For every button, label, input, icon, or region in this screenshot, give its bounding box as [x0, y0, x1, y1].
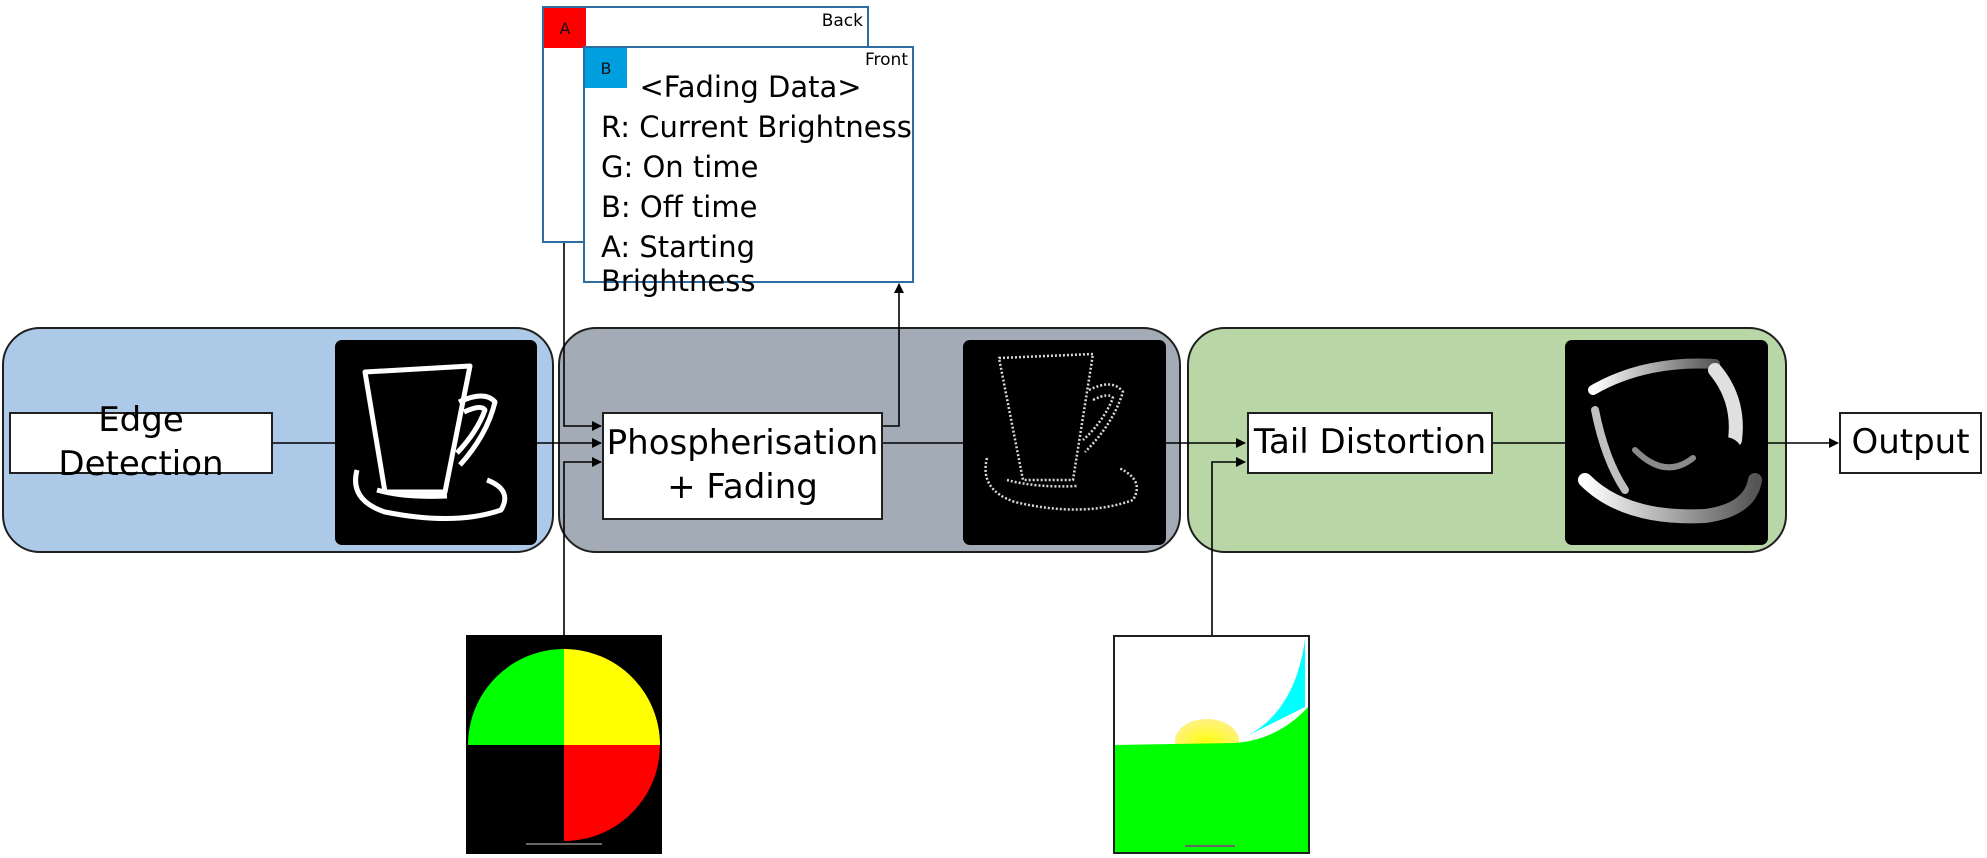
fading-data-line-g: G: On time — [601, 150, 759, 184]
edge-detection-cup-image — [335, 340, 537, 545]
tail-distortion-cup-image — [1565, 340, 1768, 545]
output-label: Output — [1851, 422, 1970, 463]
front-buffer-card: B Front <Fading Data> R: Current Brightn… — [583, 46, 914, 298]
back-buffer-tag: A — [544, 8, 586, 48]
tail-distortion-label: Tail Distortion — [1253, 422, 1487, 463]
output-box: Output — [1839, 412, 1982, 474]
quadrant-lookup-texture — [466, 635, 662, 854]
front-buffer-corner-label: Front — [865, 50, 908, 70]
curve-lookup-texture — [1113, 635, 1310, 854]
arrow-to-front-buffer — [881, 283, 904, 427]
fading-data-line-a: A: Starting Brightness — [601, 230, 756, 298]
arrow-quadrant-in — [563, 457, 602, 635]
phosphor-cup-image — [963, 340, 1166, 545]
fading-data-line-r: R: Current Brightness — [601, 110, 912, 144]
fading-data-line-b: B: Off time — [601, 190, 758, 224]
back-buffer-corner-label: Back — [821, 11, 863, 31]
edge-detection-label: Edge Detection — [58, 400, 224, 484]
front-buffer-tag: B — [585, 48, 627, 88]
arrow-back-buffer-in — [563, 237, 602, 431]
arrow-curve-in — [1211, 457, 1246, 635]
fading-data-title: <Fading Data> — [639, 70, 862, 104]
edge-detection-box: Edge Detection — [9, 400, 273, 484]
phospherisation-label: Phospherisation — [606, 423, 879, 464]
tail-distortion-box: Tail Distortion — [1247, 412, 1493, 474]
fading-label: + Fading — [667, 467, 818, 507]
phospherisation-box: Phospherisation + Fading — [602, 412, 883, 520]
